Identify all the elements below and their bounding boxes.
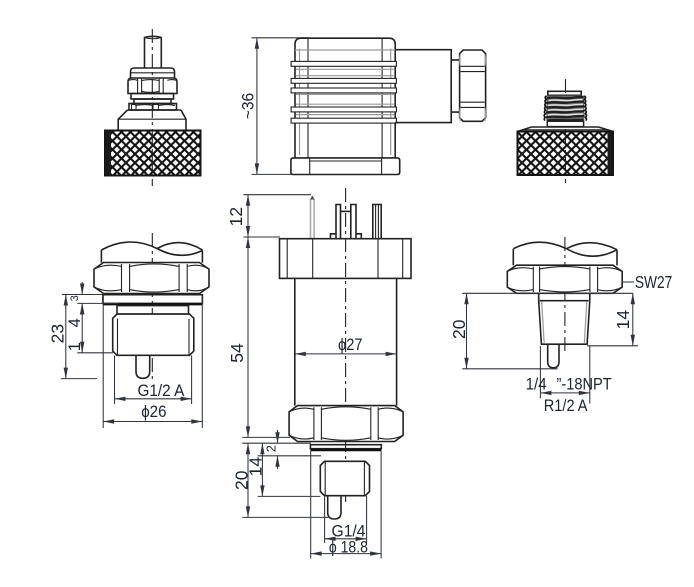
svg-text:G1/4: G1/4 bbox=[332, 521, 366, 540]
svg-text:R1/2 A: R1/2 A bbox=[544, 396, 588, 415]
svg-text:ϕ 18.8: ϕ 18.8 bbox=[329, 538, 368, 556]
svg-text:1/4: 1/4 bbox=[526, 375, 547, 394]
svg-text:G1/2 A: G1/2 A bbox=[138, 381, 185, 400]
svg-text:3: 3 bbox=[69, 295, 81, 301]
svg-text:”-18NPT: ”-18NPT bbox=[557, 375, 612, 394]
svg-text:54: 54 bbox=[227, 343, 247, 363]
svg-text:14: 14 bbox=[245, 457, 265, 477]
svg-text:SW27: SW27 bbox=[635, 272, 672, 292]
svg-text:23: 23 bbox=[48, 324, 68, 343]
svg-text:ϕ26: ϕ26 bbox=[141, 403, 166, 421]
svg-text:~36: ~36 bbox=[238, 93, 257, 120]
svg-text:20: 20 bbox=[231, 470, 251, 490]
svg-text:2: 2 bbox=[265, 445, 279, 452]
svg-text:20: 20 bbox=[449, 319, 469, 339]
svg-text:14: 14 bbox=[613, 310, 633, 330]
svg-text:12: 12 bbox=[226, 207, 246, 226]
svg-text:ϕ27: ϕ27 bbox=[338, 336, 363, 354]
